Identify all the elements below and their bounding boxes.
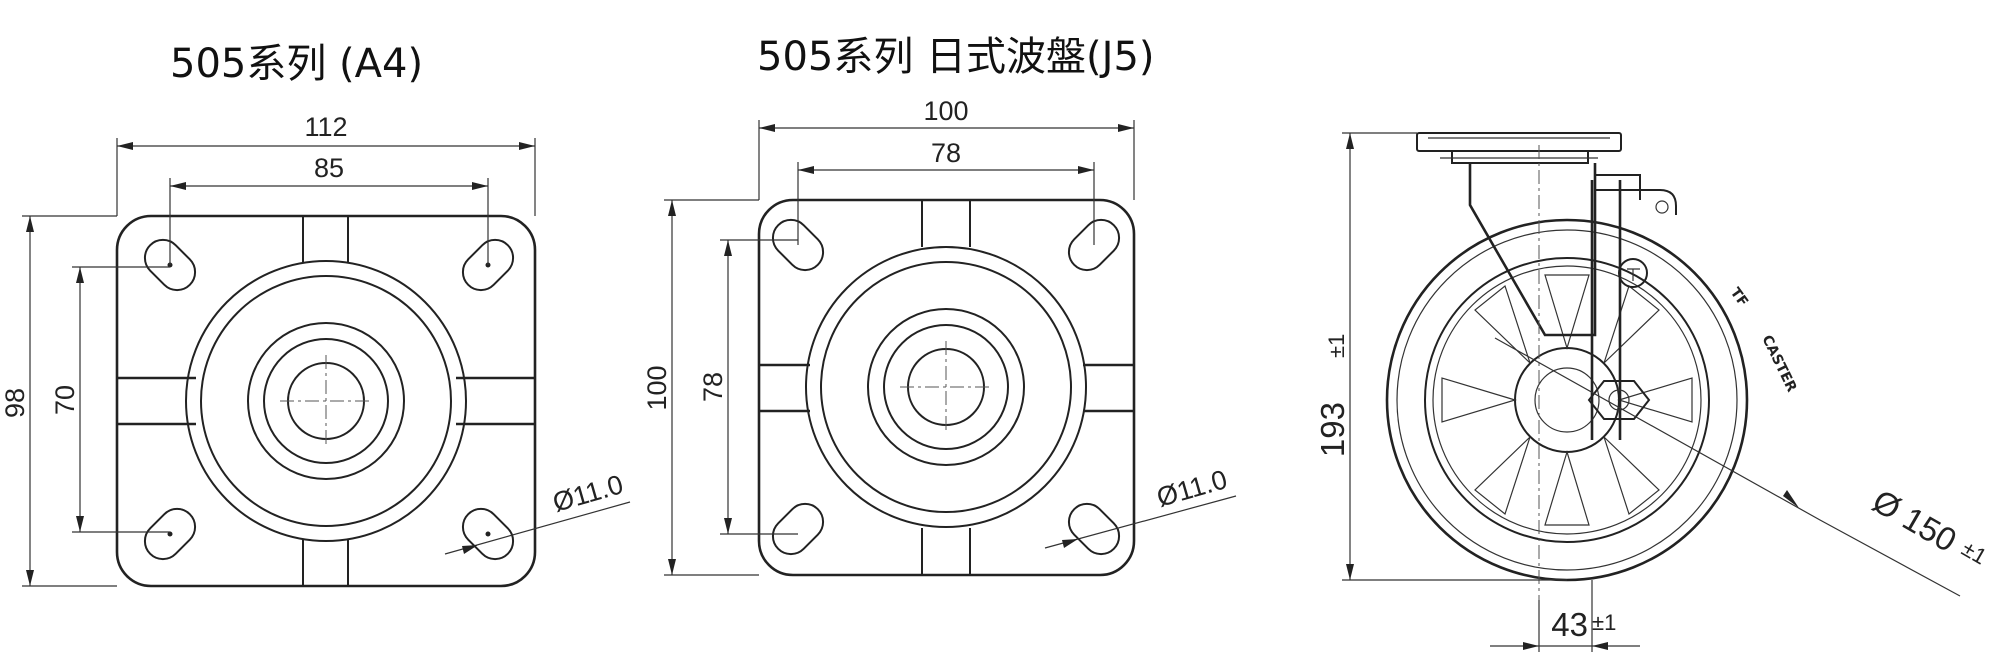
svg-text:±1: ±1	[1592, 610, 1616, 635]
svg-text:43: 43	[1551, 606, 1588, 643]
plate-j5-bolt-y-dim: 78	[698, 239, 798, 535]
svg-text:Ø11.0: Ø11.0	[549, 469, 626, 518]
svg-text:70: 70	[50, 385, 80, 415]
caster-offset-dim: 43 ±1	[1490, 580, 1640, 652]
caster-diameter-dim: Ø 150 ±1	[1494, 337, 1992, 597]
plate-j5-bolt-x-dim: 78	[797, 138, 1095, 245]
caster-side-view: TF CASTER 193 ±1 Ø	[1314, 132, 1992, 652]
plate-a4-height-dim: 98	[0, 215, 117, 587]
svg-text:CASTER: CASTER	[1758, 333, 1799, 395]
plate-j5-ribs	[759, 200, 1134, 575]
plate-a4-view: 505系列 (A4)	[0, 41, 631, 588]
svg-text:98: 98	[0, 388, 30, 418]
plate-a4-bolt-y-dim: 70	[50, 266, 170, 533]
plate-j5-height-dim: 100	[642, 199, 759, 576]
svg-text:112: 112	[304, 112, 347, 142]
plate-j5-view: 505系列 日式波盤(J5) 100	[642, 34, 1237, 577]
plate-j5-title: 505系列 日式波盤(J5)	[757, 34, 1155, 80]
plate-j5-width-dim: 100	[758, 96, 1135, 200]
svg-text:Ø11.0: Ø11.0	[1153, 464, 1230, 513]
svg-text:78: 78	[698, 372, 728, 402]
axle-nut	[1587, 380, 1651, 420]
svg-text:100: 100	[642, 365, 672, 410]
plate-a4-bolt-x-dim: 85	[169, 153, 489, 265]
svg-text:±1: ±1	[1324, 334, 1349, 358]
plate-a4-rings	[185, 260, 467, 542]
plate-a4-title: 505系列 (A4)	[170, 41, 423, 87]
svg-text:193: 193	[1314, 402, 1351, 457]
plate-a4-slots	[143, 238, 515, 561]
svg-text:TF: TF	[1727, 285, 1751, 310]
plate-j5-outline	[757, 198, 1136, 577]
plate-a4-outline	[115, 214, 537, 588]
plate-j5-slots	[771, 218, 1121, 556]
caster-fork	[1468, 163, 1677, 440]
svg-text:±1: ±1	[1958, 536, 1992, 570]
svg-text:100: 100	[923, 96, 968, 126]
plate-a4-width-dim: 112	[116, 112, 536, 216]
wheel-spokes	[1441, 274, 1693, 526]
caster-wheel: TF CASTER	[1385, 218, 1800, 582]
svg-text:78: 78	[931, 138, 961, 168]
svg-text:Ø 150: Ø 150	[1867, 482, 1963, 559]
svg-text:85: 85	[314, 153, 344, 183]
caster-height-dim: 193 ±1	[1314, 132, 1567, 581]
tf-logo-icon	[1618, 258, 1648, 288]
plate-a4-ribs	[117, 216, 535, 586]
caster-top-plate	[1416, 132, 1622, 164]
